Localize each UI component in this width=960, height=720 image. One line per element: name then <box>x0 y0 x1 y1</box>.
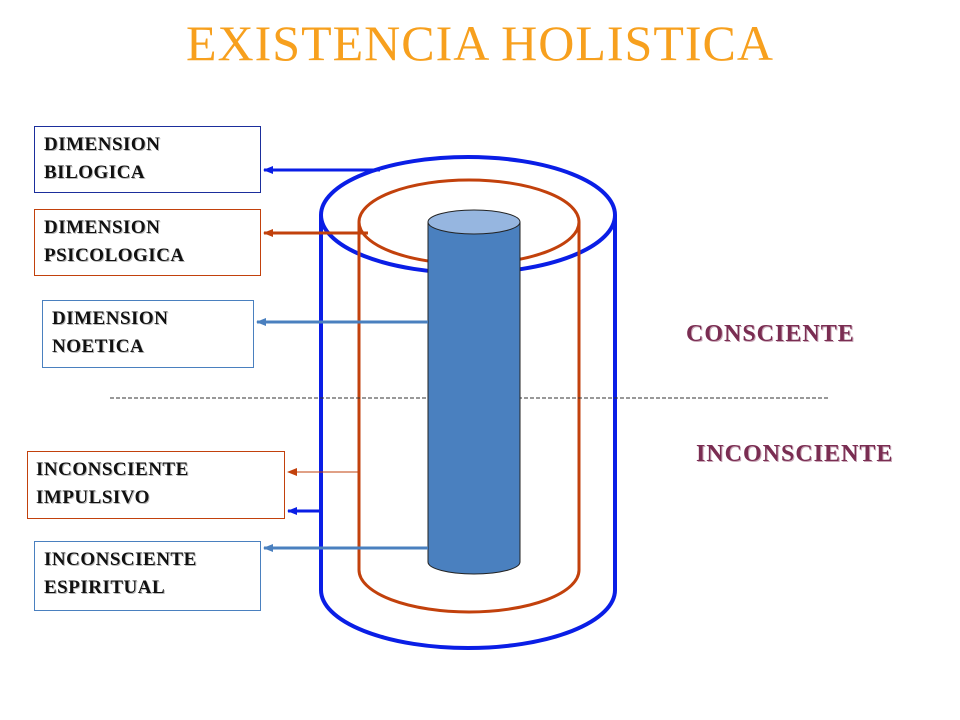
box-line-1: INCONSCIENTE <box>36 459 189 480</box>
box-inconsciente-impulsivo: INCONSCIENTE IMPULSIVO <box>27 451 285 519</box>
box-line-2: PSICOLOGICA <box>44 245 185 266</box>
box-dimension-noetica: DIMENSION NOETICA <box>42 300 254 368</box>
core-cylinder <box>427 209 521 575</box>
box-line-2: BILOGICA <box>44 162 146 183</box>
box-line-2: ESPIRITUAL <box>44 577 166 598</box>
box-line-1: DIMENSION <box>44 134 161 155</box>
box-line-1: INCONSCIENTE <box>44 549 197 570</box>
box-line-1: DIMENSION <box>44 217 161 238</box>
box-line-1: DIMENSION <box>52 308 169 329</box>
box-line-2: NOETICA <box>52 336 145 357</box>
box-line-2: IMPULSIVO <box>36 487 150 508</box>
label-consciente: CONSCIENTE <box>686 321 855 347</box>
label-inconsciente: INCONSCIENTE <box>696 441 894 467</box>
diagram-title: EXISTENCIA HOLISTICA <box>185 15 775 71</box>
box-dimension-bilogica: DIMENSION BILOGICA <box>34 126 261 193</box>
box-dimension-psicologica: DIMENSION PSICOLOGICA <box>34 209 261 276</box>
box-inconsciente-espiritual: INCONSCIENTE ESPIRITUAL <box>34 541 261 611</box>
